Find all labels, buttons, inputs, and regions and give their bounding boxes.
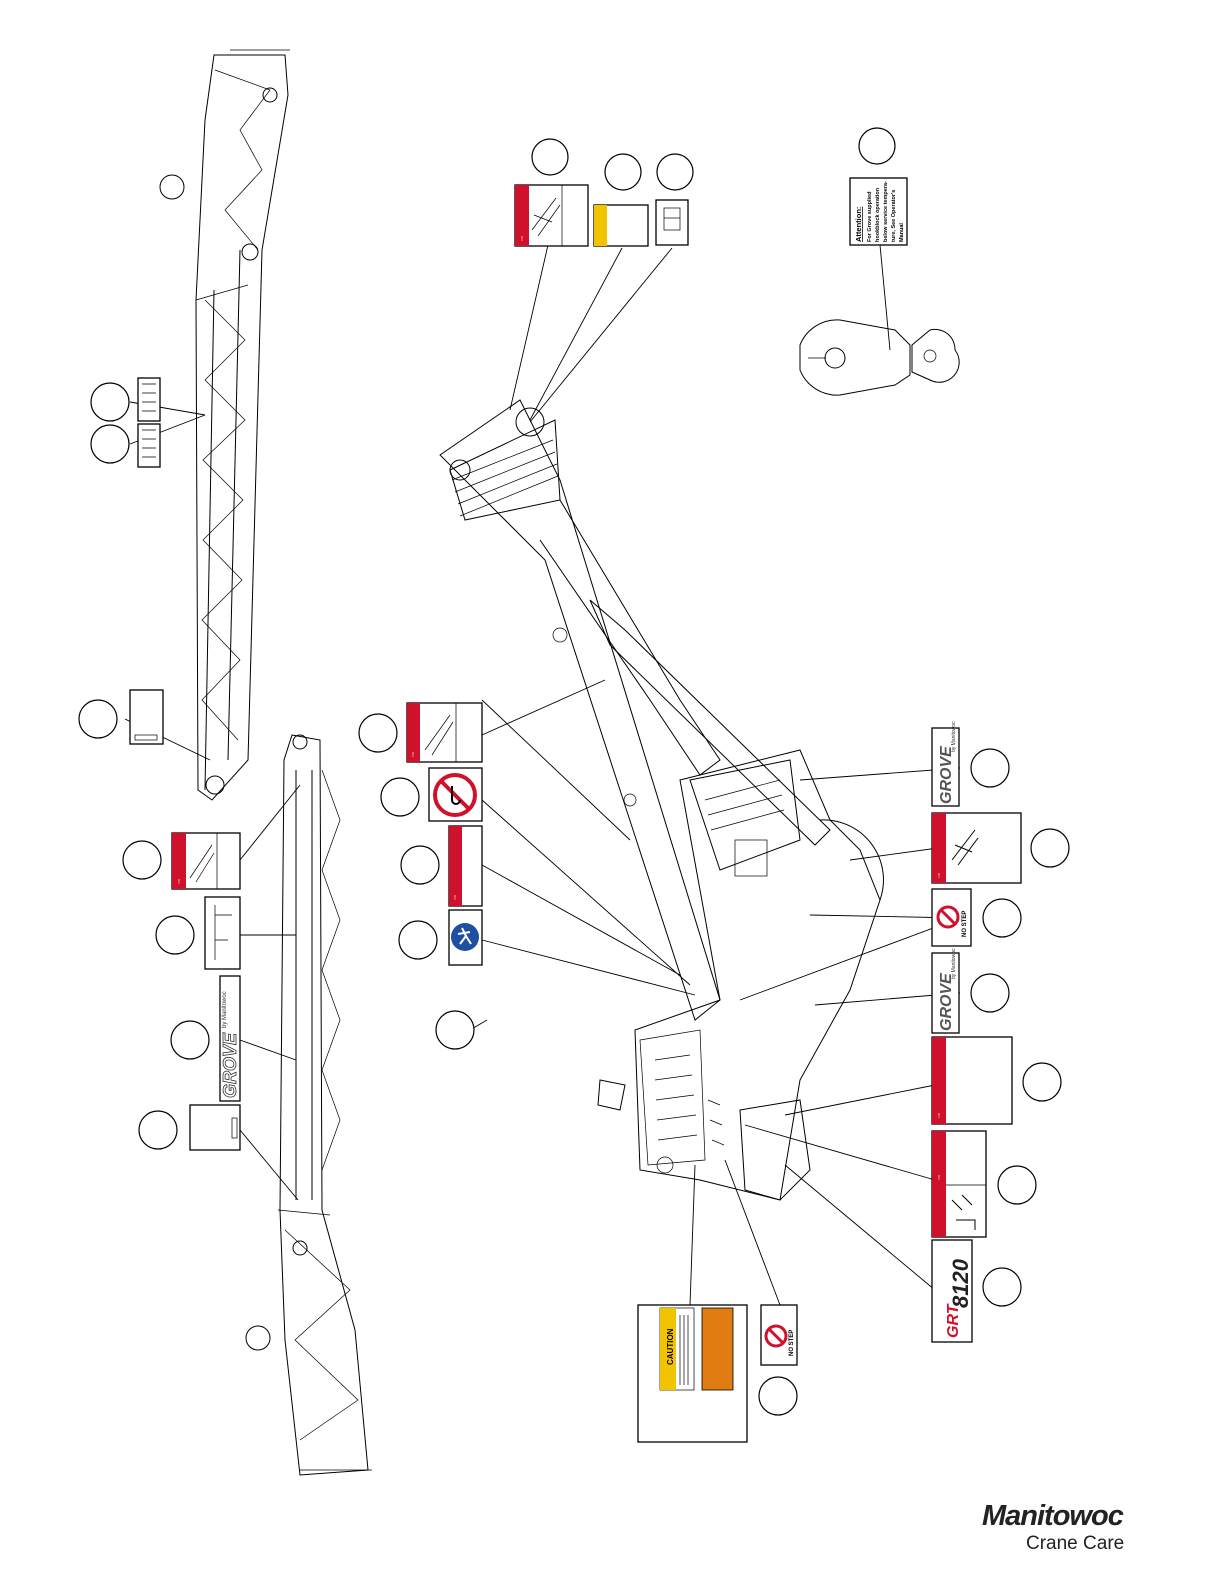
alert-triangle-icon: ! — [412, 752, 414, 759]
callout — [401, 846, 439, 884]
grove-manitowoc-text: by Manitowoc — [222, 991, 228, 1028]
decal-jib-ladder-1 — [138, 378, 160, 421]
decal-jib-ladder-2 — [138, 424, 160, 467]
manitowoc-logo-text: Manitowoc — [982, 1500, 1123, 1533]
callout — [759, 1377, 797, 1415]
decal-danger-large: ! — [932, 1037, 1012, 1124]
callout — [998, 1166, 1036, 1204]
lattice-jib-lower — [246, 735, 372, 1475]
model-number-text: 8120 — [948, 1258, 973, 1308]
attention-title: Attention: — [854, 207, 863, 242]
alert-triangle-icon: ! — [938, 1113, 940, 1120]
decal-model-grt8120: GRT 8120 — [932, 1240, 973, 1342]
no-step-text: NO STEP — [962, 911, 968, 937]
crane-carrier — [598, 750, 883, 1200]
callout — [91, 383, 129, 421]
callout — [381, 778, 419, 816]
callout — [79, 700, 117, 738]
attention-line-5: Manual — [899, 223, 905, 242]
decal-danger-red-bar: ! — [449, 826, 482, 906]
decal-no-step-bottom: NO STEP — [761, 1305, 797, 1365]
decal-danger-boom-center: ! — [407, 703, 482, 762]
decal-grove-upper: GROVE by Manitowoc — [932, 721, 959, 806]
grove-logo-text: GROVE — [938, 972, 955, 1031]
no-step-text: NO STEP — [789, 1330, 795, 1356]
hook-block — [800, 320, 959, 395]
decal-danger-jib: ! — [172, 833, 240, 889]
decal-jib-parts — [205, 897, 240, 969]
grove-logo-text: GROVE — [938, 745, 955, 804]
attention-line-1: For Grove supplied — [867, 192, 873, 242]
callout — [359, 714, 397, 752]
callout — [1023, 1063, 1061, 1101]
callout — [139, 1111, 177, 1149]
callout — [859, 128, 895, 164]
decal-info-top — [656, 200, 688, 245]
grove-logo-text: GROVE — [220, 1032, 240, 1098]
decal-caution-yellow-top — [594, 205, 648, 246]
callout — [123, 841, 161, 879]
decal-danger-boom-top: ! — [515, 185, 588, 246]
callout — [971, 749, 1009, 787]
decal-mandatory-walk — [449, 910, 482, 965]
decal-grove-jib: GROVE by Manitowoc — [220, 976, 240, 1101]
callout — [156, 916, 194, 954]
leader-lines — [125, 245, 960, 1305]
decal-jib-plate-2 — [190, 1105, 240, 1150]
decal-danger-pinch: ! — [932, 1131, 986, 1237]
alert-triangle-icon: ! — [938, 873, 940, 880]
callout — [657, 154, 693, 190]
callout — [532, 139, 568, 175]
callout — [605, 154, 641, 190]
callout — [436, 1011, 474, 1049]
decal-group-bottom: CAUTION — [638, 1305, 747, 1442]
caution-text: CAUTION — [666, 1328, 675, 1365]
decal-grove-lower: GROVE by Manitowoc — [932, 948, 959, 1033]
grove-manitowoc-text: by Manitowoc — [951, 948, 957, 979]
attention-line-4: ture, See Operator's — [891, 190, 897, 242]
crane-boom — [440, 400, 830, 1020]
decal-no-step-right: NO STEP — [932, 889, 971, 946]
callout — [971, 974, 1009, 1012]
decal-attention-hookblock: Attention: For Grove supplied hookblock … — [850, 178, 907, 245]
crane-care-text: Crane Care — [1026, 1533, 1124, 1555]
callout — [399, 921, 437, 959]
decal-no-hook — [429, 768, 482, 821]
alert-triangle-icon: ! — [938, 1175, 940, 1182]
attention-line-2: hookblock operation — [875, 187, 881, 242]
alert-triangle-icon: ! — [454, 895, 456, 902]
callout — [983, 899, 1021, 937]
attention-line-3: below service tempera- — [883, 181, 889, 242]
decal-jib-plate — [130, 690, 163, 744]
alert-triangle-icon: ! — [521, 236, 523, 243]
callout — [983, 1268, 1021, 1306]
manitowoc-crane-care-logo: Manitowoc Crane Care — [982, 1500, 1122, 1570]
alert-triangle-icon: ! — [178, 879, 180, 886]
callout — [91, 425, 129, 463]
decal-danger-crush-right: ! — [932, 813, 1021, 883]
grove-manitowoc-text: by Manitowoc — [951, 721, 957, 752]
callout — [1031, 829, 1069, 867]
callout — [171, 1021, 209, 1059]
